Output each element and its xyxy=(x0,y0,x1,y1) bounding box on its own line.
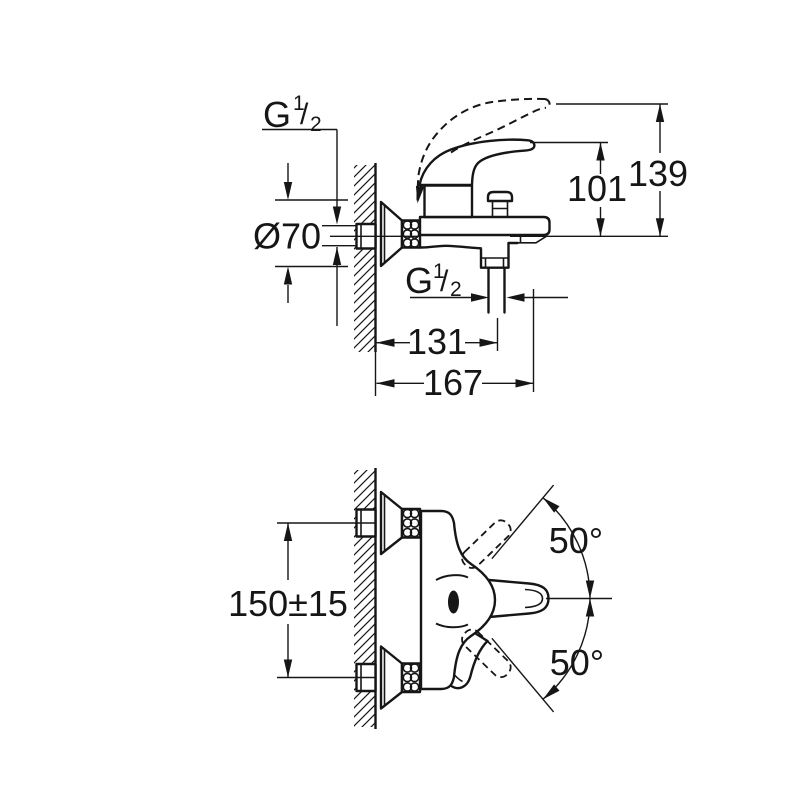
dim-label-thread-wall-prefix: G xyxy=(263,94,291,135)
swivel-axis-down xyxy=(491,637,555,713)
escutcheon-extension-lines xyxy=(275,199,348,268)
dim-label-thread-spout-prefix: G xyxy=(405,260,433,301)
dim-label-thread-spout-numerator: 1 xyxy=(433,260,445,283)
dim-label-thread-wall-numerator: 1 xyxy=(293,92,305,115)
nut-knurls xyxy=(402,220,420,248)
dim-label-swivel-up: 50° xyxy=(549,520,603,561)
dim-label-thread-spout-slash: / xyxy=(440,265,449,298)
dim-label-thread-wall-denominator: 2 xyxy=(310,113,322,136)
dim-swivel-angles: 50° 50° xyxy=(491,484,612,713)
dim-label-thread-wall-slash: / xyxy=(300,98,309,131)
dim-label-connection-spacing: 150±15 xyxy=(228,583,348,624)
dome-upper-rim xyxy=(435,574,469,581)
dim-label-depth-total: 167 xyxy=(423,362,483,403)
outlet-detail-lines xyxy=(481,257,509,268)
swivel-axis-up xyxy=(491,484,555,560)
dim-depth-to-outlet: 131 xyxy=(376,318,499,362)
nut-knurls-top xyxy=(402,508,420,538)
rotation-arrowhead xyxy=(415,185,425,204)
dim-thread-spout: G 1 / 2 xyxy=(405,260,568,302)
spout-underside xyxy=(418,244,483,250)
lever-tip-inner-line xyxy=(524,588,544,609)
diverter-knob-cap xyxy=(486,190,514,203)
wall-hatch xyxy=(354,165,376,352)
dim-label-escutcheon-diameter: Ø70 xyxy=(253,216,321,257)
dim-label-depth-to-outlet: 131 xyxy=(407,321,467,362)
dim-label-thread-spout-denominator: 2 xyxy=(450,278,462,301)
shower-hose xyxy=(487,266,506,314)
dim-label-height-to-handle: 101 xyxy=(567,168,627,209)
thread-wall-extension-lines xyxy=(322,225,357,247)
handle-raised-dashed-tip xyxy=(544,98,551,109)
side-view: G 1 / 2 Ø70 101 xyxy=(253,92,688,403)
handle-lever xyxy=(418,138,536,187)
handle-front-dot xyxy=(448,590,459,614)
handle-base xyxy=(423,184,474,219)
dim-height-to-handle: 101 xyxy=(530,141,627,237)
dim-label-swivel-down: 50° xyxy=(550,642,604,683)
dim-height-total: 139 xyxy=(510,103,688,237)
handle-raised-dashed-outer xyxy=(416,97,546,201)
handle-dashed-up xyxy=(461,519,512,569)
dim-thread-wall: G 1 / 2 xyxy=(262,92,357,326)
dome-lower-rim xyxy=(435,622,469,629)
dim-label-height-total: 139 xyxy=(628,153,688,194)
diverter-knob-stem xyxy=(491,201,509,217)
dim-escutcheon-diameter: Ø70 xyxy=(253,163,348,303)
faucet-body xyxy=(418,215,551,237)
handle-dashed-down xyxy=(461,628,512,679)
nut-knurls-bottom xyxy=(402,663,420,692)
dim-connection-spacing: 150±15 xyxy=(228,523,348,678)
handle-raised-dashed-inner xyxy=(450,106,546,154)
dim-depth-total: 167 xyxy=(376,289,535,403)
front-view: 50° 50° 150±15 xyxy=(228,468,612,729)
